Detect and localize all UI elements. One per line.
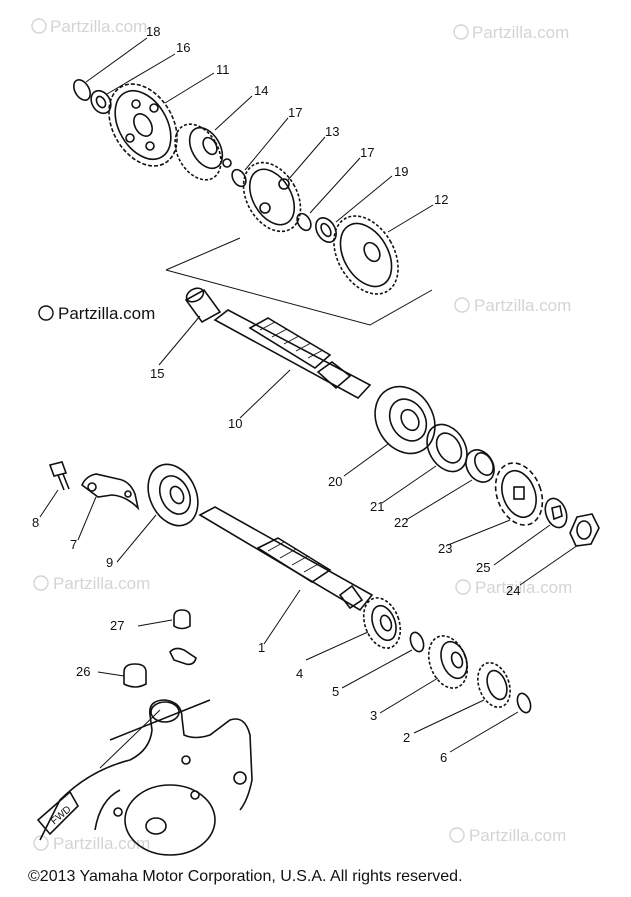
watermark-text: Partzilla.com bbox=[50, 17, 147, 36]
callout-6: 6 bbox=[440, 750, 447, 765]
callout-14: 14 bbox=[254, 83, 268, 98]
callout-15: 15 bbox=[150, 366, 164, 381]
callout-10: 10 bbox=[228, 416, 242, 431]
callout-3: 3 bbox=[370, 708, 377, 723]
callout-23: 23 bbox=[438, 541, 452, 556]
callout-17a: 17 bbox=[288, 105, 302, 120]
part-2-gear bbox=[477, 661, 511, 709]
part-9-bearing bbox=[147, 463, 199, 527]
watermark-top-left: Partzilla.com bbox=[31, 17, 147, 36]
watermark-text: Partzilla.com bbox=[58, 304, 155, 323]
callout-25: 25 bbox=[476, 560, 490, 575]
part-26-cap bbox=[123, 663, 147, 688]
part-21-oil-seal bbox=[426, 423, 468, 473]
part-20-bearing bbox=[374, 385, 436, 455]
callout-20: 20 bbox=[328, 474, 342, 489]
callout-16: 16 bbox=[176, 40, 190, 55]
part-24-nut bbox=[569, 513, 600, 547]
part-15-bushing bbox=[184, 287, 222, 324]
part-18-circlip bbox=[73, 79, 91, 101]
callout-13: 13 bbox=[325, 124, 339, 139]
part-11-gear bbox=[108, 83, 178, 167]
callout-27: 27 bbox=[110, 618, 124, 633]
watermark-text: Partzilla.com bbox=[475, 578, 572, 597]
callout-5: 5 bbox=[332, 684, 339, 699]
callout-11: 11 bbox=[216, 62, 230, 77]
part-27-plug bbox=[173, 609, 191, 630]
callout-22: 22 bbox=[394, 515, 408, 530]
watermark-lower-right: Partzilla.com bbox=[455, 578, 572, 597]
watermark-lower-left: Partzilla.com bbox=[33, 574, 150, 593]
part-4-gear bbox=[362, 597, 402, 649]
part-6-circlip bbox=[516, 692, 532, 714]
callout-labels: 18 16 11 14 17 13 17 19 12 15 10 20 21 2… bbox=[32, 24, 520, 765]
part-3-gear bbox=[427, 635, 469, 689]
watermark-text: Partzilla.com bbox=[53, 834, 150, 853]
part-17-circlip-b bbox=[296, 212, 312, 232]
part-7-bearing-stopper bbox=[81, 473, 140, 511]
callout-24: 24 bbox=[506, 583, 520, 598]
part-17-circlip-a bbox=[231, 168, 247, 188]
watermark-mid-left: Partzilla.com bbox=[38, 304, 155, 323]
watermark-text: Partzilla.com bbox=[474, 296, 571, 315]
watermark-text: Partzilla.com bbox=[53, 574, 150, 593]
callout-12: 12 bbox=[434, 192, 448, 207]
crankcase-outline bbox=[39, 699, 253, 856]
callout-1: 1 bbox=[258, 640, 265, 655]
leader-lines bbox=[39, 37, 579, 753]
callout-4: 4 bbox=[296, 666, 303, 681]
callout-18: 18 bbox=[146, 24, 160, 39]
callout-19: 19 bbox=[394, 164, 408, 179]
part-13-gear bbox=[242, 161, 302, 233]
part-16-washer bbox=[90, 89, 112, 115]
part-5-circlip bbox=[409, 631, 425, 653]
part-23-drive-sprocket bbox=[494, 462, 544, 526]
fwd-arrow-icon: FWD bbox=[36, 790, 79, 836]
copyright-footer: ©2013 Yamaha Motor Corporation, U.S.A. A… bbox=[28, 868, 463, 885]
callout-7: 7 bbox=[70, 537, 77, 552]
part-14-gear bbox=[174, 123, 232, 181]
callout-2: 2 bbox=[403, 730, 410, 745]
part-19-washer bbox=[315, 217, 337, 243]
part-8-bolt bbox=[48, 461, 70, 491]
part-22-collar bbox=[465, 449, 495, 483]
part-25-lock-washer bbox=[544, 497, 568, 529]
group-bracket bbox=[165, 237, 433, 326]
watermark-text: Partzilla.com bbox=[469, 826, 566, 845]
callout-8: 8 bbox=[32, 515, 39, 530]
watermark-mid-right: Partzilla.com bbox=[454, 296, 571, 315]
part-10-mainshaft bbox=[213, 309, 372, 400]
watermark-bottom-left: Partzilla.com bbox=[33, 834, 150, 853]
callout-17b: 17 bbox=[360, 145, 374, 160]
part-1-drive-axle bbox=[198, 506, 374, 612]
callout-21: 21 bbox=[370, 499, 384, 514]
callout-26: 26 bbox=[76, 664, 90, 679]
callout-9: 9 bbox=[106, 555, 113, 570]
part-clip bbox=[169, 647, 197, 666]
watermark-text: Partzilla.com bbox=[472, 23, 569, 42]
watermark-top-right: Partzilla.com bbox=[453, 23, 569, 42]
part-12-gear bbox=[333, 215, 399, 295]
watermark-bottom-right: Partzilla.com bbox=[449, 826, 566, 845]
